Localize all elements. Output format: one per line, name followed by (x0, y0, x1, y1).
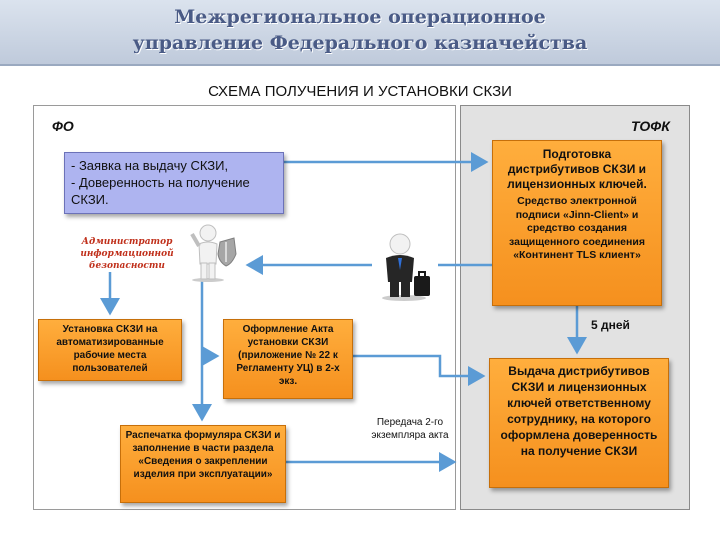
preparation-box: Подготовка дистрибутивов СКЗИ и лицензио… (492, 140, 662, 306)
panel-tofk-label: ТОФК (631, 118, 670, 134)
arrow-act-to-issue (353, 354, 486, 386)
person-with-shield-icon (190, 224, 237, 282)
request-documents-box: - Заявка на выдачу СКЗИ, - Доверенность … (64, 152, 284, 214)
preparation-details: Средство электронной подписи «Jinn-Clien… (509, 195, 645, 261)
organization-title-line1: Межрегиональное операционное (174, 6, 546, 28)
businessman-with-briefcase-icon (382, 233, 430, 301)
header-band: Межрегиональное операционное управление … (0, 0, 720, 66)
organization-title: Межрегиональное операционное управление … (0, 4, 720, 56)
transfer-label: Передача 2-го экземпляра акта (371, 417, 449, 441)
print-form-box: Распечатка формуляра СКЗИ и заполнение в… (120, 425, 286, 503)
organization-title-line2: управление Федерального казначейства (132, 32, 588, 54)
page-title: СХЕМА ПОЛУЧЕНИЯ И УСТАНОВКИ СКЗИ (208, 83, 512, 100)
panel-fo-label: ФО (52, 118, 74, 134)
admin-label: Администратор информационной безопасност… (80, 237, 174, 271)
act-box: Оформление Акта установки СКЗИ (приложен… (223, 319, 353, 399)
request-line-1: - Заявка на выдачу СКЗИ, (71, 158, 229, 173)
preparation-title: Подготовка дистрибутивов СКЗИ и лицензио… (507, 147, 647, 191)
request-line-2: - Доверенность на получение СКЗИ. (71, 175, 250, 207)
install-box: Установка СКЗИ на автоматизированные раб… (38, 319, 182, 381)
issue-box: Выдача дистрибутивов СКЗИ и лицензионных… (489, 358, 669, 488)
days-label: 5 дней (591, 318, 630, 332)
